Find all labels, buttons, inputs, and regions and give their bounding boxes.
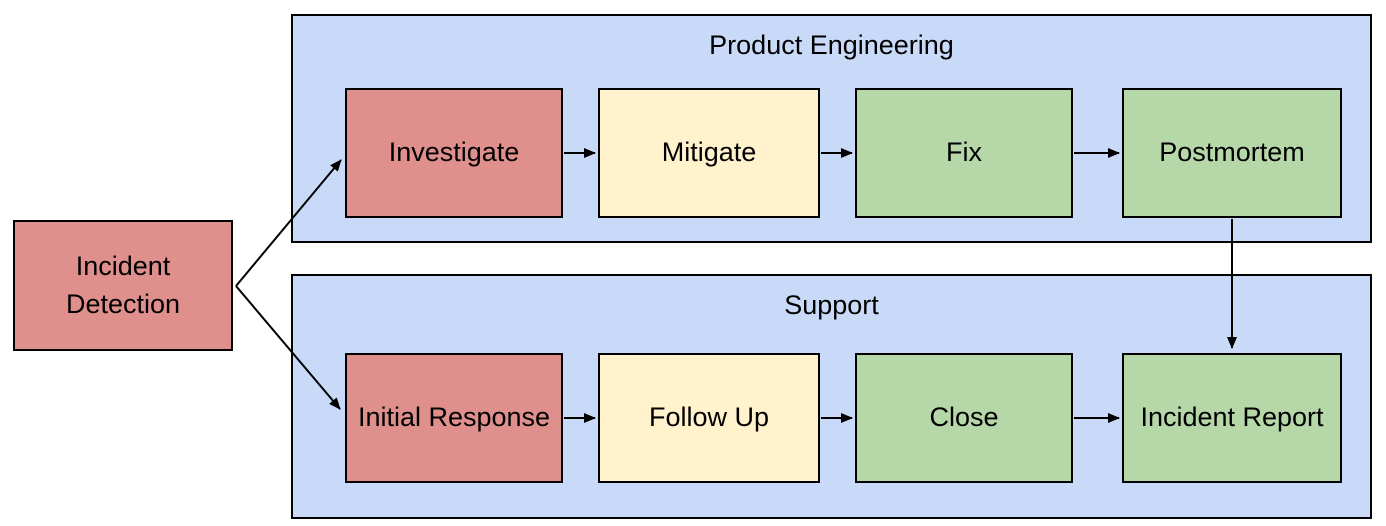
node-follow-up[interactable]: Follow Up — [598, 353, 820, 483]
node-investigate[interactable]: Investigate — [345, 88, 563, 218]
node-label: Follow Up — [648, 402, 770, 433]
node-label: Fix — [946, 137, 982, 168]
node-incident-report[interactable]: Incident Report — [1122, 353, 1342, 483]
lane-title-support: Support — [784, 290, 879, 320]
node-label: Mitigate — [661, 137, 757, 168]
node-initial-response[interactable]: Initial Response — [345, 353, 563, 483]
node-postmortem[interactable]: Postmortem — [1122, 88, 1342, 218]
node-incident-detection[interactable]: Incident Detection — [13, 220, 233, 351]
lane-support[interactable]: Support Initial Response Follow Up Close… — [291, 274, 1372, 519]
node-label: Investigate — [388, 137, 520, 168]
node-label: Postmortem — [1159, 137, 1305, 168]
lane-product-engineering[interactable]: Product Engineering Investigate Mitigate… — [291, 14, 1372, 243]
node-label: Close — [929, 402, 999, 433]
node-label: Incident Report — [1140, 402, 1324, 433]
lane-title-product-engineering: Product Engineering — [709, 30, 954, 60]
node-label: Incident Detection — [65, 251, 181, 319]
node-close[interactable]: Close — [855, 353, 1073, 483]
node-fix[interactable]: Fix — [855, 88, 1073, 218]
node-label: Initial Response — [357, 402, 551, 433]
node-mitigate[interactable]: Mitigate — [598, 88, 820, 218]
